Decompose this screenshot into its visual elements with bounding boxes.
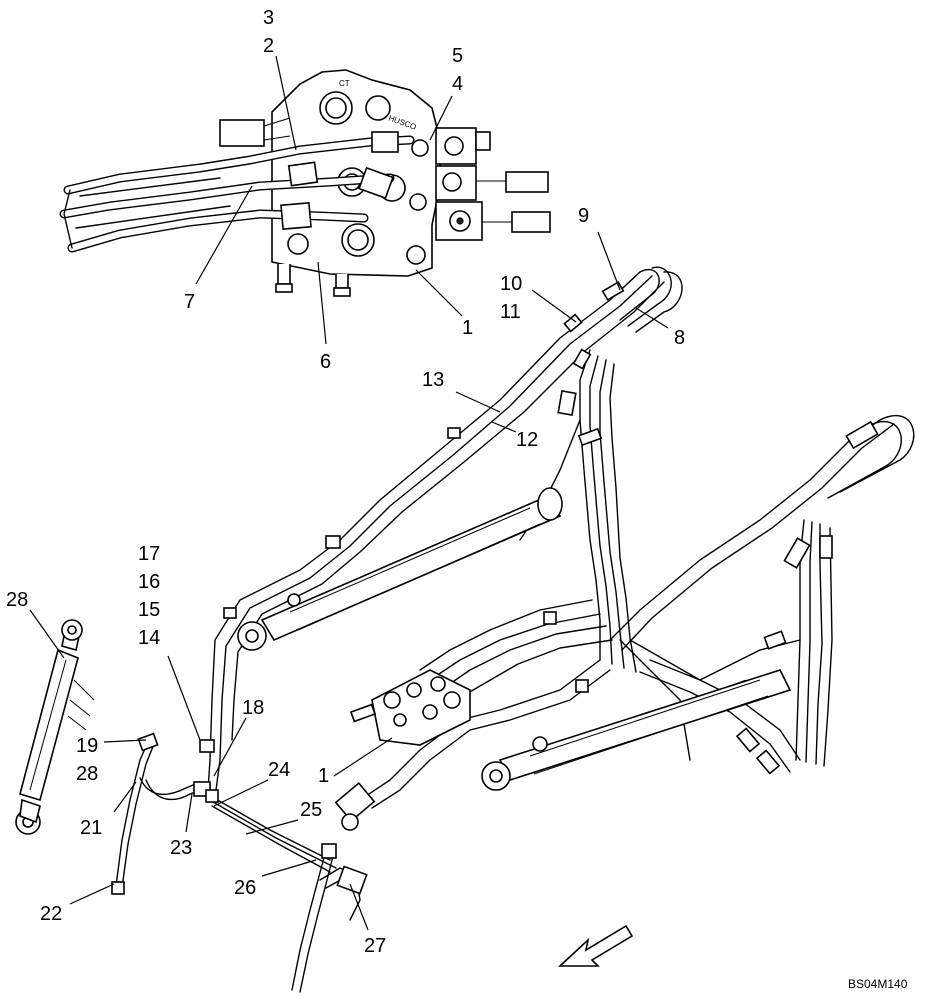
leader-lines	[29, 55, 669, 931]
right-boom-cylinder	[481, 669, 792, 791]
boom-tube-routes	[199, 266, 915, 809]
callout-22: 22	[40, 903, 62, 925]
callout-28-bottom: 28	[76, 763, 98, 785]
callout-labels: 3 2 5 4 7 6 1 9 10 11 8 13 12 17 16 15 1…	[6, 7, 908, 991]
callout-13: 13	[422, 369, 444, 391]
forward-direction-arrow	[557, 924, 634, 967]
callout-15: 15	[138, 599, 160, 621]
callout-7: 7	[184, 291, 195, 313]
callout-3: 3	[263, 7, 274, 29]
lower-control-valve	[334, 669, 471, 831]
callout-23: 23	[170, 837, 192, 859]
callout-9: 9	[578, 205, 589, 227]
callout-6: 6	[320, 351, 331, 373]
valve-stamp-ct: CT	[339, 79, 350, 88]
callout-8: 8	[674, 327, 685, 349]
callout-12: 12	[516, 429, 538, 451]
callout-19: 19	[76, 735, 98, 757]
callout-11: 11	[500, 301, 521, 323]
callout-5: 5	[452, 45, 463, 67]
callout-17: 17	[138, 543, 160, 565]
callout-2: 2	[263, 35, 274, 57]
callout-14: 14	[138, 627, 160, 649]
callout-26: 26	[234, 877, 256, 899]
callout-1-lower: 1	[318, 765, 329, 787]
callout-21: 21	[80, 817, 102, 839]
callout-24: 24	[268, 759, 290, 781]
callout-25: 25	[300, 799, 322, 821]
left-boom-cylinder	[237, 487, 563, 651]
callout-27: 27	[364, 935, 386, 957]
callout-10: 10	[500, 273, 522, 295]
control-valve-assembly: CT HUSCO	[59, 69, 551, 297]
callout-28-top: 28	[6, 589, 28, 611]
callout-4: 4	[452, 73, 463, 95]
callout-16: 16	[138, 571, 160, 593]
callout-1-upper: 1	[462, 317, 473, 339]
auxiliary-cylinder	[15, 619, 95, 835]
auxiliary-hoses	[111, 732, 368, 993]
callout-18: 18	[242, 697, 264, 719]
drawing-code: BS04M140	[848, 977, 908, 991]
